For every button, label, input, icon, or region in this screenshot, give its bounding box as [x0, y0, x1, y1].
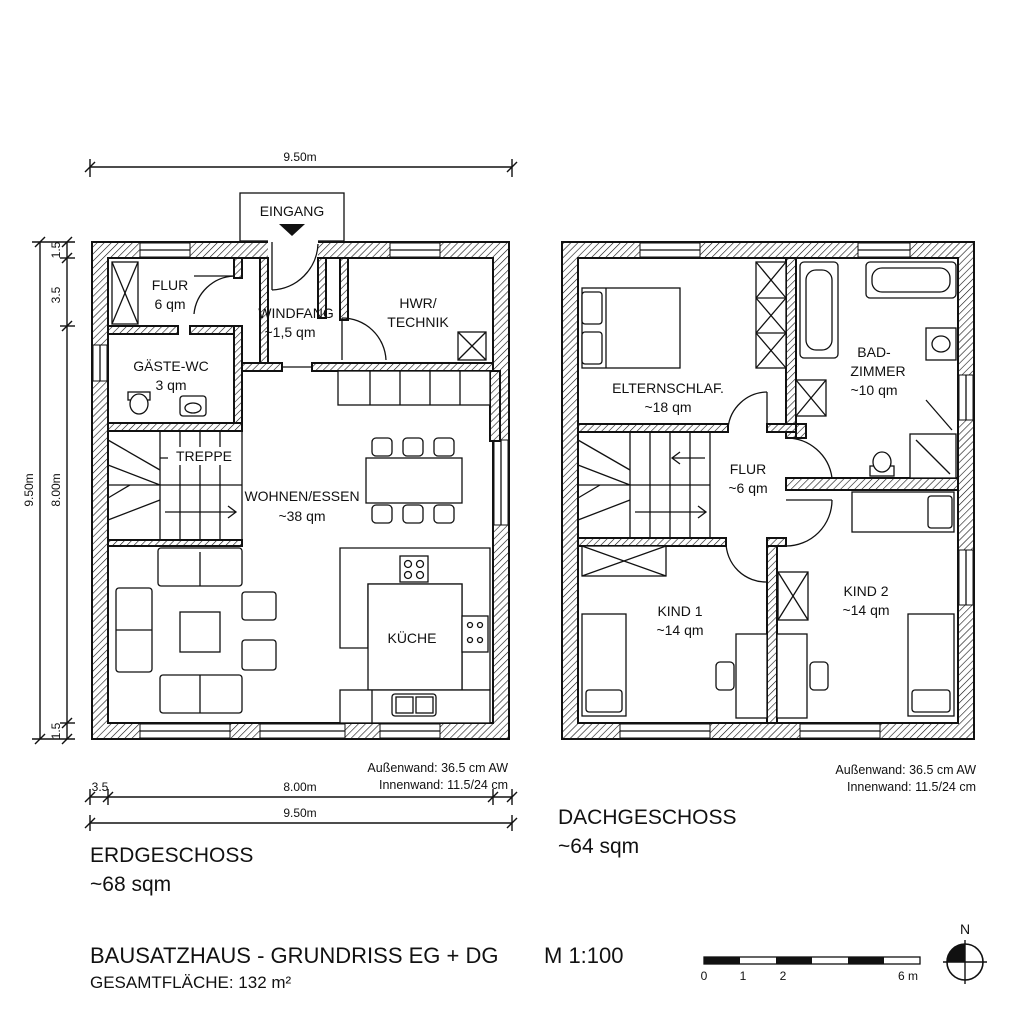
room-kueche-name: KÜCHE: [387, 629, 436, 646]
room-kind2-name: KIND 2: [843, 583, 888, 599]
scalebar-label-1: 1: [740, 969, 747, 983]
eg-wall-note-inner: Innenwand: 11.5/24 cm: [379, 778, 508, 792]
room-kind2-area: ~14 qm: [842, 602, 889, 618]
entrance-arrow-icon: [279, 224, 305, 236]
dining-table: [365, 437, 463, 524]
eg-floor-area: ~68 sqm: [90, 873, 171, 896]
room-kind1-name: KIND 1: [657, 603, 702, 619]
room-flur-name: FLUR: [152, 277, 189, 293]
room-eltern-name: ELTERNSCHLAF.: [612, 380, 724, 396]
ground-floor-interior-walls: [107, 257, 501, 547]
width-dimension-label: 9.50m: [283, 150, 316, 164]
entrance-label: EINGANG: [260, 203, 325, 219]
parents-wardrobe: [755, 261, 787, 369]
upper-floor-outer-walls: [561, 241, 975, 740]
ground-floor-doors: [193, 242, 387, 368]
scalebar-label-2: 2: [780, 969, 787, 983]
bathroom-fixtures: [795, 261, 957, 479]
room-bad-name-line1: BAD-: [857, 344, 891, 360]
kind2-furniture: [776, 491, 955, 719]
scale-label: M 1:100: [544, 943, 624, 968]
technik-unit: [457, 331, 487, 361]
ground-floor-plan: 9.50m EINGANG: [22, 150, 518, 896]
ground-floor-room-labels: FLUR 6 qm WINDFANG ~1,5 qm HWR/ TECHNIK …: [133, 277, 449, 646]
room-dg-flur-name: FLUR: [730, 461, 767, 477]
room-wohnen-name: WOHNEN/ESSEN: [244, 488, 359, 504]
upper-floor-room-labels: ELTERNSCHLAF. ~18 qm BAD- ZIMMER ~10 qm …: [612, 344, 906, 638]
total-area: GESAMTFLÄCHE: 132 m²: [90, 973, 292, 992]
room-hwr-name-line1: HWR/: [399, 295, 436, 311]
guest-wc-fixtures: [127, 391, 207, 417]
dim-left-upper: 3.5: [49, 286, 63, 303]
upper-floor-plan: ELTERNSCHLAF. ~18 qm BAD- ZIMMER ~10 qm …: [558, 241, 976, 858]
drawing-title: BAUSATZHAUS - GRUNDRISS EG + DG: [90, 943, 498, 968]
dg-floor-label: DACHGESCHOSS: [558, 806, 737, 829]
dim-bottom-left: 3.5: [92, 780, 109, 794]
kitchen-furniture: [339, 547, 491, 724]
title-block: BAUSATZHAUS - GRUNDRISS EG + DG GESAMTFL…: [90, 943, 624, 992]
ground-floor-top-dimension: 9.50m: [84, 150, 518, 177]
ground-floor-outer-walls: [91, 240, 510, 740]
room-kind1-area: ~14 qm: [656, 622, 703, 638]
dg-wall-note-inner: Innenwand: 11.5/24 cm: [847, 780, 976, 794]
upper-floor-staircase: [577, 431, 711, 539]
upper-floor-doors: [725, 391, 833, 583]
ground-floor-left-dimensions: 1.5 3.5 9.50m 8.00m 1.5: [22, 236, 75, 745]
dim-left-inner: 8.00m: [49, 473, 63, 506]
room-guest-wc-name: GÄSTE-WC: [133, 358, 208, 374]
dg-wall-note-outer: Außenwand: 36.5 cm AW: [835, 763, 976, 777]
wardrobe-cabinet: [111, 261, 139, 325]
dg-floor-area: ~64 sqm: [558, 835, 639, 858]
room-bad-name-line2: ZIMMER: [850, 363, 905, 379]
double-bed: [581, 287, 681, 369]
north-arrow-icon: N: [943, 921, 987, 984]
eg-wall-note-outer: Außenwand: 36.5 cm AW: [367, 761, 508, 775]
north-label: N: [960, 921, 970, 937]
room-bad-area: ~10 qm: [850, 382, 897, 398]
ground-floor-bottom-dimensions: 3.5 8.00m 9.50m: [84, 780, 518, 831]
room-flur-area: 6 qm: [154, 296, 185, 312]
room-windfang-area: ~1,5 qm: [265, 324, 316, 340]
kind1-furniture: [581, 545, 768, 719]
entrance-marker: EINGANG: [239, 192, 345, 242]
sideboard-cabinets: [337, 370, 491, 406]
room-guest-wc-area: 3 qm: [155, 377, 186, 393]
room-dg-flur-area: ~6 qm: [728, 480, 767, 496]
scalebar-label-0: 0: [701, 969, 708, 983]
room-wohnen-area: ~38 qm: [278, 508, 325, 524]
dim-left-total: 9.50m: [22, 473, 36, 506]
scale-bar: 0 1 2 6 m: [701, 956, 921, 983]
dim-bottom-inner: 8.00m: [283, 780, 316, 794]
room-treppe-name: TREPPE: [176, 448, 232, 464]
dim-left-bottom: 1.5: [49, 722, 63, 739]
dim-left-top: 1.5: [49, 241, 63, 258]
living-furniture: [115, 547, 277, 714]
room-windfang-name: WINDFANG: [258, 305, 333, 321]
room-eltern-area: ~18 qm: [644, 399, 691, 415]
eg-floor-label: ERDGESCHOSS: [90, 844, 253, 867]
scalebar-label-6: 6 m: [898, 969, 918, 983]
dim-bottom-total: 9.50m: [283, 806, 316, 820]
room-hwr-name-line2: TECHNIK: [387, 314, 449, 330]
